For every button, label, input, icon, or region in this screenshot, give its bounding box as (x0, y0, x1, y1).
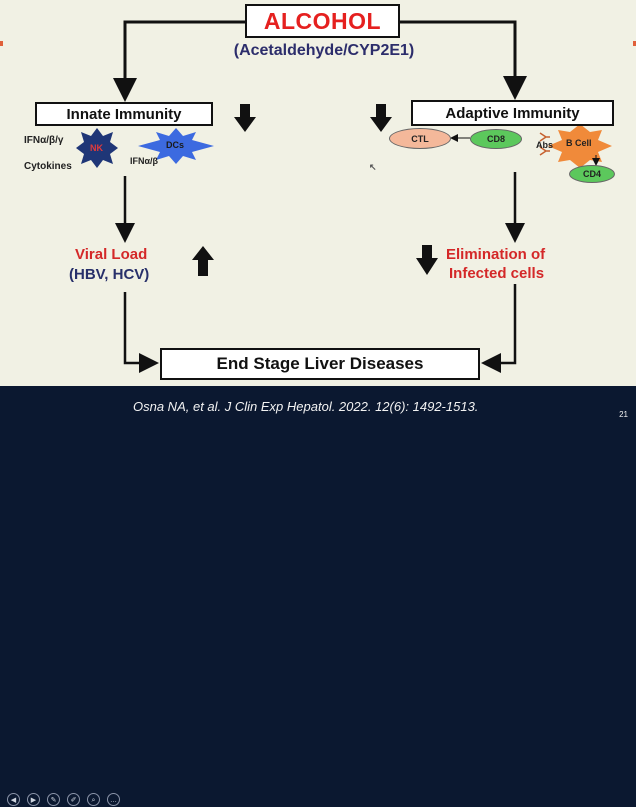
more-options-icon[interactable]: … (107, 793, 120, 806)
connector-elimination-end (481, 284, 517, 373)
nk-star-shape (76, 128, 118, 168)
innate-immunity-box: Innate Immunity (35, 102, 213, 126)
cytokines-label: Cytokines (24, 161, 72, 172)
edge-marker-left (0, 41, 3, 46)
next-slide-icon[interactable]: ▶ (27, 793, 40, 806)
viral-load-label: Viral Load (75, 246, 148, 263)
cd4-pill: CD4 (569, 165, 615, 183)
nk-label: NK (90, 143, 103, 153)
connector-viral-end (123, 292, 159, 373)
dcs-label: DCs (166, 140, 185, 150)
abs-label: Abs (536, 140, 554, 150)
zoom-icon[interactable]: ⌕ (87, 793, 100, 806)
infected-cells-label: Infected cells (449, 265, 545, 282)
antibody-icon-bottom (539, 146, 550, 156)
antibody-icon-top (539, 132, 550, 142)
mouse-cursor-icon: ↖ (369, 162, 377, 172)
alcohol-title-box: ALCOHOL (245, 4, 400, 38)
adaptive-immunity-box: Adaptive Immunity (411, 100, 614, 126)
down-arrow-innate (234, 104, 256, 132)
alcohol-subtitle: (Acetaldehyde/CYP2E1) (233, 42, 415, 59)
ifn-ab-label: IFNα/β (130, 156, 159, 166)
end-stage-liver-disease-box: End Stage Liver Diseases (160, 348, 480, 380)
ifn-abg-label: IFNα/β/γ (24, 135, 64, 146)
pen-icon[interactable]: ✎ (47, 793, 60, 806)
diagram-connectors (76, 20, 612, 373)
bcell-label: B Cell (566, 138, 592, 148)
ctl-pill: CTL (389, 128, 451, 149)
cd8-pill: CD8 (470, 129, 522, 149)
edge-marker-right (633, 41, 636, 46)
slide-number: 21 (619, 410, 628, 419)
connector-alcohol-innate (113, 20, 245, 102)
highlighter-icon[interactable]: ✐ (67, 793, 80, 806)
down-arrow-adaptive (370, 104, 392, 132)
viral-types-label: (HBV, HCV) (69, 266, 150, 283)
slide: ALCOHOL (Acetaldehyde/CYP2E1) Innate Imm… (0, 0, 636, 386)
citation-text: Osna NA, et al. J Clin Exp Hepatol. 2022… (133, 399, 479, 414)
elimination-label: Elimination of (446, 246, 546, 263)
connector-alcohol-adaptive (400, 20, 527, 100)
up-arrow-viral-load (192, 246, 214, 276)
down-arrow-elimination (416, 245, 438, 275)
dcs-star-shape (138, 128, 214, 164)
previous-slide-icon[interactable]: ◀ (7, 793, 20, 806)
